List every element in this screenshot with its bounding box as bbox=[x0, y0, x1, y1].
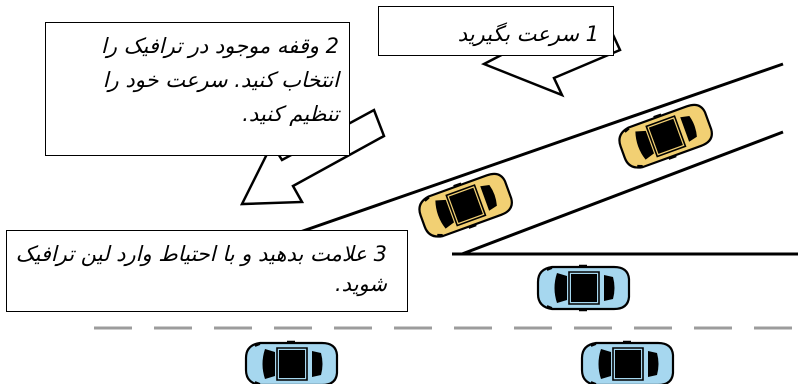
step-1-callout: 1 سرعت بگیرید bbox=[378, 6, 614, 56]
ramp-outer-edge bbox=[300, 64, 783, 232]
step-text: وقفه موجود در ترافیک را انتخاب کنید. سرع… bbox=[101, 34, 339, 126]
step-text: سرعت بگیرید bbox=[458, 22, 579, 46]
step-number: 2 bbox=[326, 34, 339, 58]
step-2-callout: 2 وقفه موجود در ترافیک را انتخاب کنید. س… bbox=[45, 22, 350, 156]
car-blue-icon bbox=[246, 342, 337, 384]
car-blue-icon bbox=[582, 342, 673, 384]
car-yellow-icon bbox=[415, 169, 516, 241]
step-text: علامت بدهید و با احتیاط وارد لین ترافیک … bbox=[16, 242, 387, 296]
car-blue-icon bbox=[538, 266, 629, 310]
step-number: 3 bbox=[374, 242, 387, 266]
step-3-callout: 3 علامت بدهید و با احتیاط وارد لین ترافی… bbox=[6, 230, 408, 312]
step-number: 1 bbox=[586, 22, 599, 46]
